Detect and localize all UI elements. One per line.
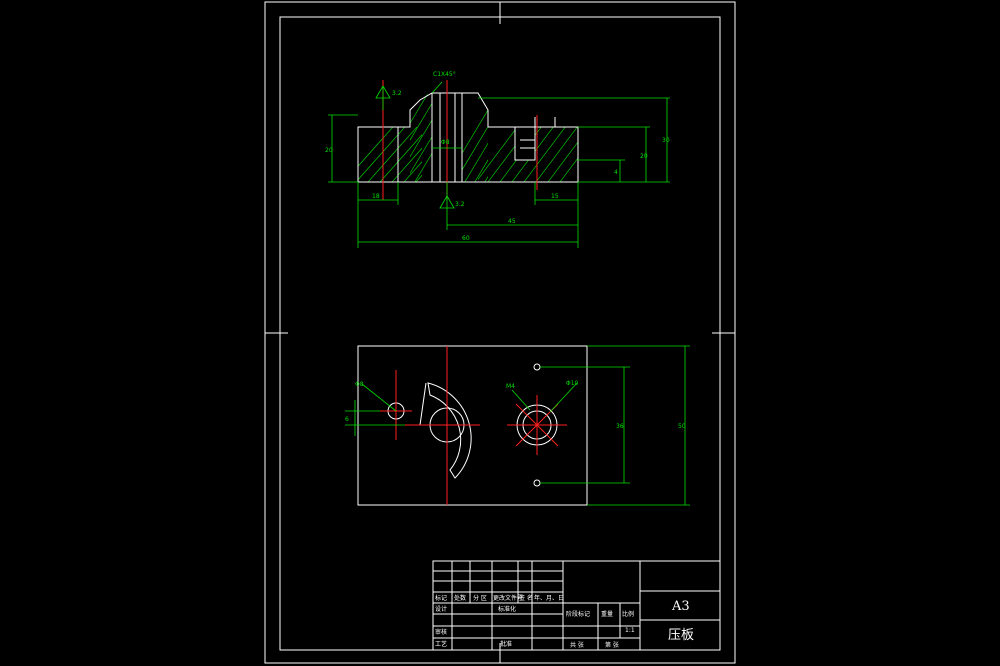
tb-doc-no: 更改文件号 bbox=[493, 594, 523, 602]
centering-marks bbox=[265, 2, 735, 663]
plan-view bbox=[345, 345, 690, 506]
finish-top: 3.2 bbox=[392, 90, 402, 97]
dim-left-width: 18 bbox=[372, 193, 380, 200]
outer-border bbox=[264, 1, 736, 664]
tb-stage-mark: 阶段标记 bbox=[566, 610, 590, 618]
tb-design: 设计 bbox=[435, 605, 447, 613]
tb-scale-label: 比例 bbox=[622, 610, 634, 618]
dim-right-width: 15 bbox=[551, 193, 559, 200]
tb-review: 审核 bbox=[435, 628, 447, 636]
tb-standard: 标准化 bbox=[498, 605, 516, 613]
dim-bore: Φ8 bbox=[441, 139, 450, 146]
tb-count: 处数 bbox=[454, 594, 466, 602]
dim-height-outer-plan: 50 bbox=[678, 423, 686, 430]
tb-weight: 重量 bbox=[601, 610, 613, 618]
tb-mark: 标记 bbox=[435, 594, 447, 602]
inner-frame bbox=[279, 16, 721, 651]
dim-hole-left: Φ8 bbox=[355, 381, 364, 388]
tb-sheet: 第 张 bbox=[605, 641, 619, 649]
dim-small-step: 4 bbox=[614, 169, 618, 176]
dim-height-inner: 20 bbox=[640, 153, 648, 160]
dim-total-length: 60 bbox=[462, 235, 470, 242]
title-block bbox=[432, 560, 721, 651]
dim-height-outer: 30 bbox=[662, 137, 670, 144]
dim-hole-outer: Φ10 bbox=[566, 380, 579, 387]
tb-process: 工艺 bbox=[435, 640, 447, 648]
tb-sign: 签 名 bbox=[519, 594, 533, 602]
tb-date: 年、月、日 bbox=[534, 594, 564, 602]
chamfer-note: C1X45° bbox=[433, 71, 456, 78]
dim-half-length: 45 bbox=[508, 218, 516, 225]
tb-total-sheets: 共 张 bbox=[570, 641, 584, 649]
tb-paper-size: A3 bbox=[671, 599, 690, 614]
finish-bottom: 3.2 bbox=[455, 201, 465, 208]
section-view bbox=[328, 80, 670, 248]
dim-height-left: 20 bbox=[325, 147, 333, 154]
tb-part-name: 压板 bbox=[668, 628, 694, 643]
dim-hole-m4: M4 bbox=[506, 383, 515, 390]
dim-height-inner-plan: 36 bbox=[616, 423, 624, 430]
tb-approve: 批准 bbox=[500, 640, 512, 648]
tb-scale: 1:1 bbox=[625, 627, 635, 634]
tb-zone: 分 区 bbox=[473, 594, 487, 602]
dim-offset-left: 6 bbox=[345, 416, 349, 423]
